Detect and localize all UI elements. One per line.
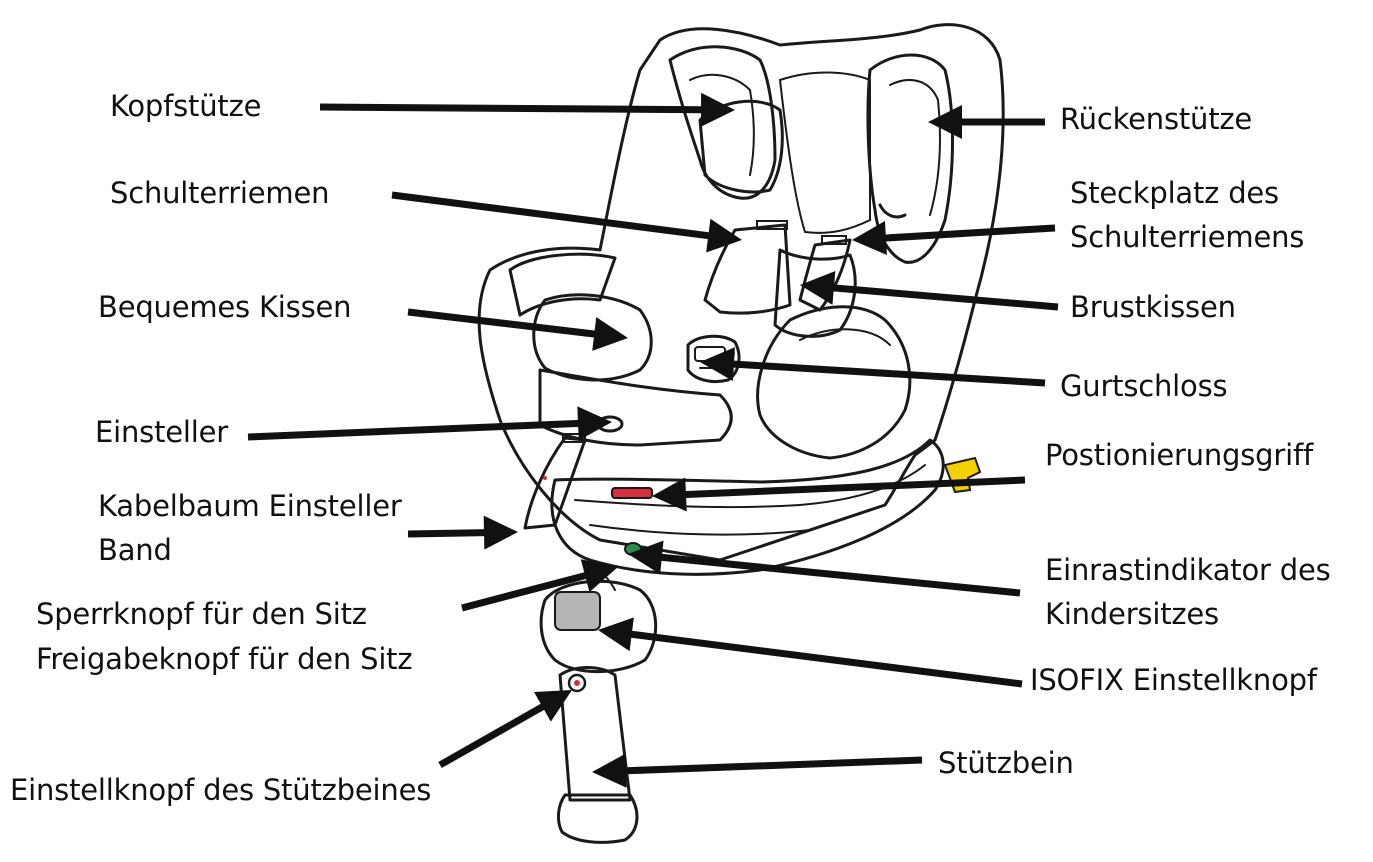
label-freigabeknopf: Freigabeknopf für den Sitz xyxy=(36,642,413,676)
label-einstellknopf-stuetzbein: Einstellknopf des Stützbeines xyxy=(10,773,432,807)
label-schulterriemen: Schulterriemen xyxy=(110,176,330,210)
comfort-cushion xyxy=(532,293,653,382)
label-einsteller: Einsteller xyxy=(95,415,228,449)
label-kabelbaum-line1: Kabelbaum Einsteller xyxy=(98,489,402,523)
arrow-kabelbaum-shaft xyxy=(407,529,487,538)
arrow-einrastindikator xyxy=(628,540,1021,597)
backrest-shell xyxy=(477,23,1005,562)
arrow-einstellknopf-stuetzbein-shaft xyxy=(438,702,546,769)
label-bequemes-kissen: Bequemes Kissen xyxy=(98,290,352,324)
shoulder-strap-left xyxy=(703,223,792,315)
arrow-isofix-head xyxy=(598,617,634,652)
label-kopfstuetze: Kopfstütze xyxy=(110,89,262,123)
arrow-einsteller-shaft xyxy=(247,419,581,441)
release-button xyxy=(611,487,653,499)
arrow-stuetzbein-head xyxy=(592,753,627,788)
arrow-schulterriemen-head xyxy=(706,218,742,253)
label-gurtschloss: Gurtschloss xyxy=(1060,369,1228,403)
label-kabelbaum: Kabelbaum Einsteller Band xyxy=(98,484,402,572)
arrow-stuetzbein xyxy=(592,753,923,788)
arrow-steckplatz-shaft xyxy=(883,224,1056,242)
arrow-positionierungsgriff xyxy=(652,476,1026,512)
label-einrastindikator-line1: Einrastindikator des xyxy=(1045,553,1331,587)
arrow-kopfstuetze-shaft xyxy=(319,103,704,114)
label-sperrknopf: Sperrknopf für den Sitz xyxy=(36,597,367,631)
label-einrastindikator-line2: Kindersitzes xyxy=(1045,597,1219,631)
chest-pad xyxy=(773,248,857,338)
right-bolster xyxy=(756,305,912,460)
headrest-center xyxy=(698,99,784,194)
support-leg-foot xyxy=(556,793,639,844)
arrow-stuetzbein-shaft xyxy=(623,756,923,775)
arrow-rueckenstuetze-head xyxy=(928,105,962,139)
arrow-gurtschloss-shaft xyxy=(731,360,1046,387)
arrow-gurtschloss xyxy=(700,347,1046,387)
arrow-positionierungsgriff-shaft xyxy=(683,476,1026,499)
label-steckplatz-line2: Schulterriemens xyxy=(1070,220,1305,254)
isofix-adjust-button xyxy=(554,591,601,631)
arrow-steckplatz-head xyxy=(852,221,887,255)
isofix-block xyxy=(539,579,658,674)
label-rueckenstuetze: Rückenstütze xyxy=(1060,102,1253,136)
arrow-bequemes-kissen-head xyxy=(592,317,628,351)
arrow-einstellknopf-stuetzbein-head xyxy=(534,690,572,722)
inner-back-panel xyxy=(778,71,871,234)
label-steckplatz: Steckplatz des Schulterriemens xyxy=(1070,171,1304,259)
arrow-einstellknopf-stuetzbein xyxy=(438,690,572,769)
headrest-left-wing xyxy=(668,45,777,200)
arrow-isofix xyxy=(598,617,1023,688)
arrow-positionierungsgriff-head xyxy=(652,477,687,512)
backrest-right-wing xyxy=(866,53,954,264)
harness-adjuster-strap xyxy=(523,436,587,530)
arrow-rueckenstuetze xyxy=(928,105,1045,139)
arrow-schulterriemen xyxy=(391,191,742,253)
positioning-handle xyxy=(943,456,982,494)
arrow-einrastindikator-head xyxy=(628,540,664,575)
label-stuetzbein: Stützbein xyxy=(938,746,1074,780)
label-einrastindikator: Einrastindikator des Kindersitzes xyxy=(1045,548,1331,636)
label-positionierungsgriff: Postionierungsgriff xyxy=(1045,438,1313,472)
arrow-isofix-shaft xyxy=(629,630,1023,688)
isofix-base xyxy=(550,438,945,576)
arrow-bequemes-kissen-shaft xyxy=(407,308,597,338)
arrow-brustkissen-shaft xyxy=(831,284,1059,311)
arrow-brustkissen xyxy=(800,270,1059,311)
arrow-sperrknopf xyxy=(461,559,618,612)
arrow-steckplatz xyxy=(852,221,1056,255)
arrow-bequemes-kissen xyxy=(407,308,628,351)
arrow-kabelbaum-head xyxy=(483,515,518,550)
arrow-kabelbaum xyxy=(407,515,518,550)
arrow-sperrknopf-head xyxy=(580,559,618,593)
arrow-gurtschloss-head xyxy=(700,347,735,382)
label-kabelbaum-line2: Band xyxy=(98,533,172,567)
arrow-schulterriemen-shaft xyxy=(391,191,711,240)
label-isofix: ISOFIX Einstellknopf xyxy=(1030,663,1317,697)
arrows xyxy=(247,92,1059,788)
label-brustkissen: Brustkissen xyxy=(1070,290,1236,324)
arrow-einrastindikator-shaft xyxy=(659,553,1021,597)
support-leg xyxy=(558,666,632,802)
arrow-kopfstuetze xyxy=(319,92,735,127)
arrow-einsteller xyxy=(247,406,612,441)
arrow-kopfstuetze-head xyxy=(700,92,735,127)
label-steckplatz-line1: Steckplatz des xyxy=(1070,176,1279,210)
arrow-brustkissen-head xyxy=(800,270,836,305)
arrow-einsteller-head xyxy=(577,406,612,441)
car-seat-illustration xyxy=(477,23,1005,844)
arrow-sperrknopf-shaft xyxy=(461,571,588,612)
